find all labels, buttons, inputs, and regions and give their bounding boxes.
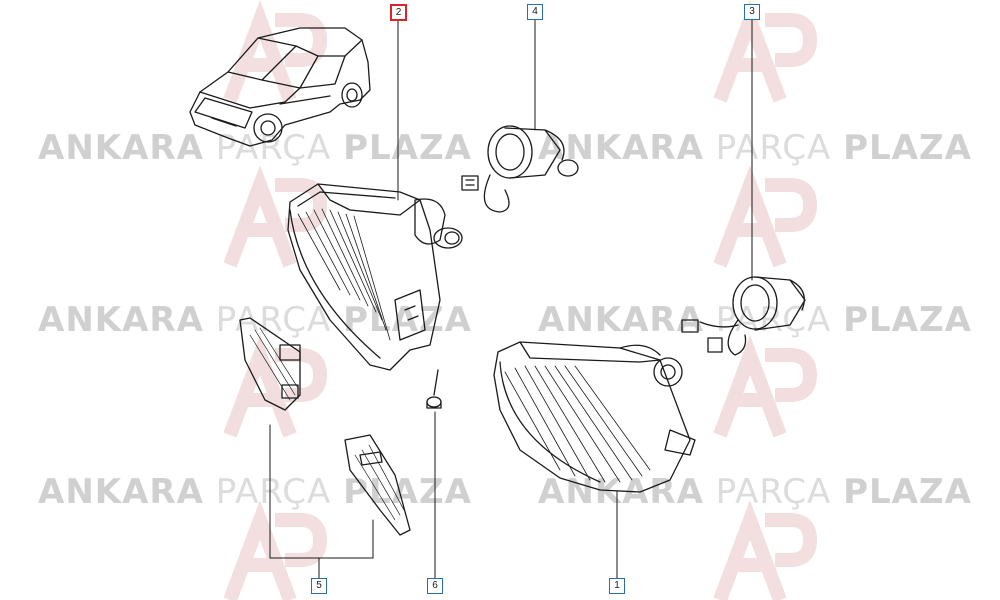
watermark-logo-icon: [223, 0, 328, 103]
callout-part-2[interactable]: 2: [390, 4, 407, 21]
watermark-text: ANKARA PARÇA PLAZA: [538, 472, 972, 512]
watermark-text: ANKARA PARÇA PLAZA: [538, 128, 972, 168]
right-fog-lamp: [493, 341, 696, 493]
watermark-logo-icon: [223, 335, 328, 438]
watermark-text: ANKARA PARÇA PLAZA: [538, 300, 972, 340]
car-illustration: [189, 27, 371, 147]
trim-cover-left: [239, 317, 301, 411]
watermark-logo-icon: [223, 500, 328, 600]
watermark-logo-icon: [223, 165, 328, 268]
bulb-holder-upper: [461, 125, 579, 213]
left-fog-lamp: [287, 183, 463, 371]
callout-part-4[interactable]: 4: [527, 4, 543, 20]
callout-part-1[interactable]: 1: [609, 578, 625, 594]
watermark-logo-icon: [713, 500, 818, 600]
screw: [426, 369, 442, 409]
watermark-text: ANKARA PARÇA PLAZA: [38, 128, 472, 168]
trim-cover-right: [344, 434, 411, 536]
leader-lines: [269, 19, 753, 579]
callout-part-6[interactable]: 6: [427, 578, 443, 594]
bulb-holder-lower: [681, 276, 806, 356]
callout-part-5[interactable]: 5: [311, 578, 327, 594]
watermark-text: ANKARA PARÇA PLAZA: [38, 472, 472, 512]
watermark-logo-icon: [713, 335, 818, 438]
callout-part-3[interactable]: 3: [744, 4, 760, 20]
